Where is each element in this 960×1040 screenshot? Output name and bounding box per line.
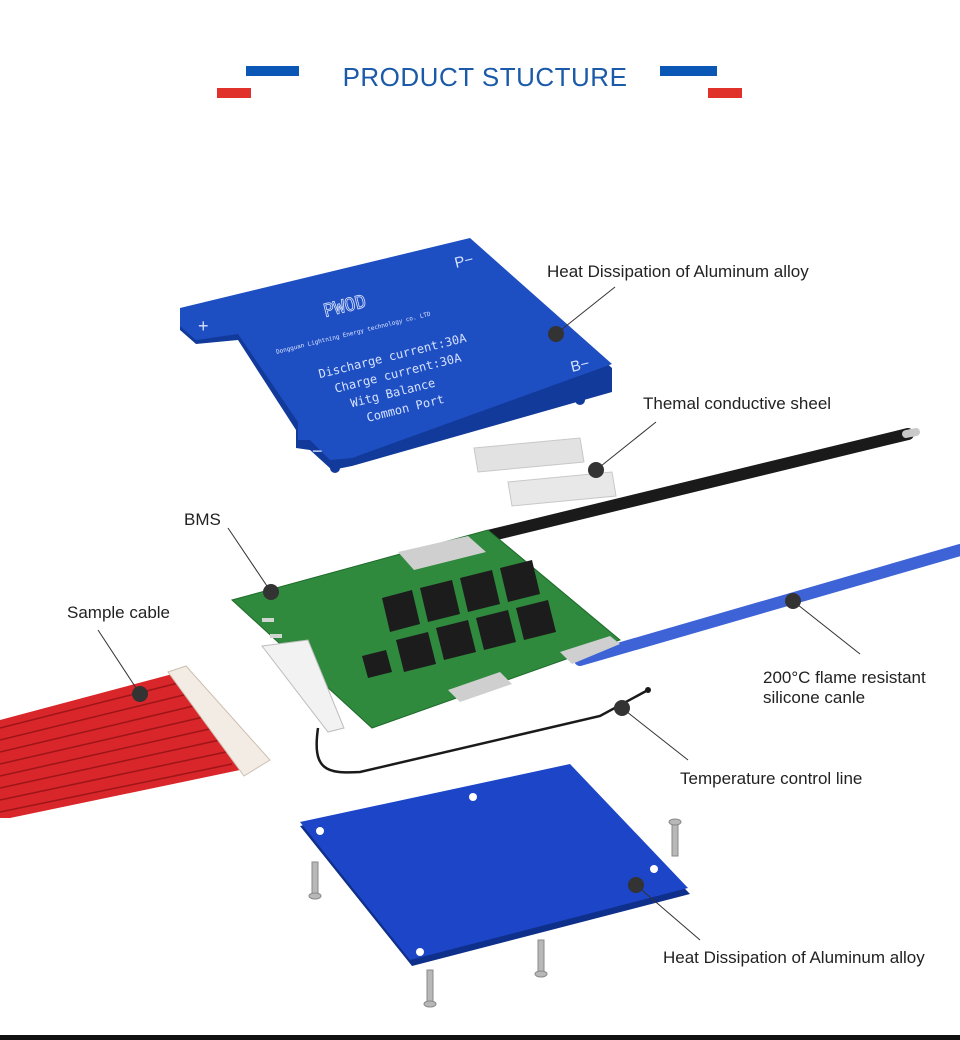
callout-bms: BMS — [184, 510, 221, 529]
header-red-bar-left — [217, 88, 251, 98]
callout-silicone-line-1: 200°C flame resistant — [763, 668, 926, 687]
page-title: PRODUCT STUCTURE — [342, 62, 628, 92]
mounting-screws — [308, 818, 682, 1008]
header-blue-bar-right — [660, 66, 717, 76]
header-blue-bar-left — [246, 66, 299, 76]
top-aluminum-plate: + − P− B− PWOD Dongguan Lightning Energy… — [180, 238, 612, 473]
bottom-aluminum-plate — [300, 764, 690, 966]
callout-sample-cable: Sample cable — [67, 603, 171, 622]
temperature-control-wire — [315, 687, 651, 774]
callout-markers — [132, 326, 801, 893]
header-red-bar-right — [708, 88, 742, 98]
callout-silicone-line-2: silicone canle — [763, 688, 866, 707]
callout-heat-dissipation-bottom: Heat Dissipation of Aluminum alloy — [663, 948, 925, 967]
plus-terminal-label: + — [198, 316, 209, 336]
b-minus-terminal-label: B− — [569, 355, 592, 376]
p-minus-terminal-label: P− — [453, 251, 476, 272]
callout-temperature-control-line: Temperature control line — [680, 769, 863, 788]
callout-heat-dissipation-top: Heat Dissipation of Aluminum alloy — [547, 262, 809, 281]
black-output-cable — [482, 428, 920, 542]
sample-cable-harness — [0, 665, 271, 818]
bms-pcb — [230, 529, 621, 733]
callout-thermal-conductive-sheet: Themal conductive sheel — [643, 394, 832, 413]
section-header: PRODUCT STUCTURE — [0, 0, 960, 120]
callout-leaders — [97, 286, 861, 941]
callout-silicone-cable: 200°C flame resistant silicone canle — [763, 668, 926, 708]
bottom-divider — [0, 1035, 960, 1040]
minus-terminal-label: − — [312, 441, 323, 461]
blue-silicone-cable — [574, 544, 960, 666]
thermal-conductive-sheets — [473, 437, 617, 507]
